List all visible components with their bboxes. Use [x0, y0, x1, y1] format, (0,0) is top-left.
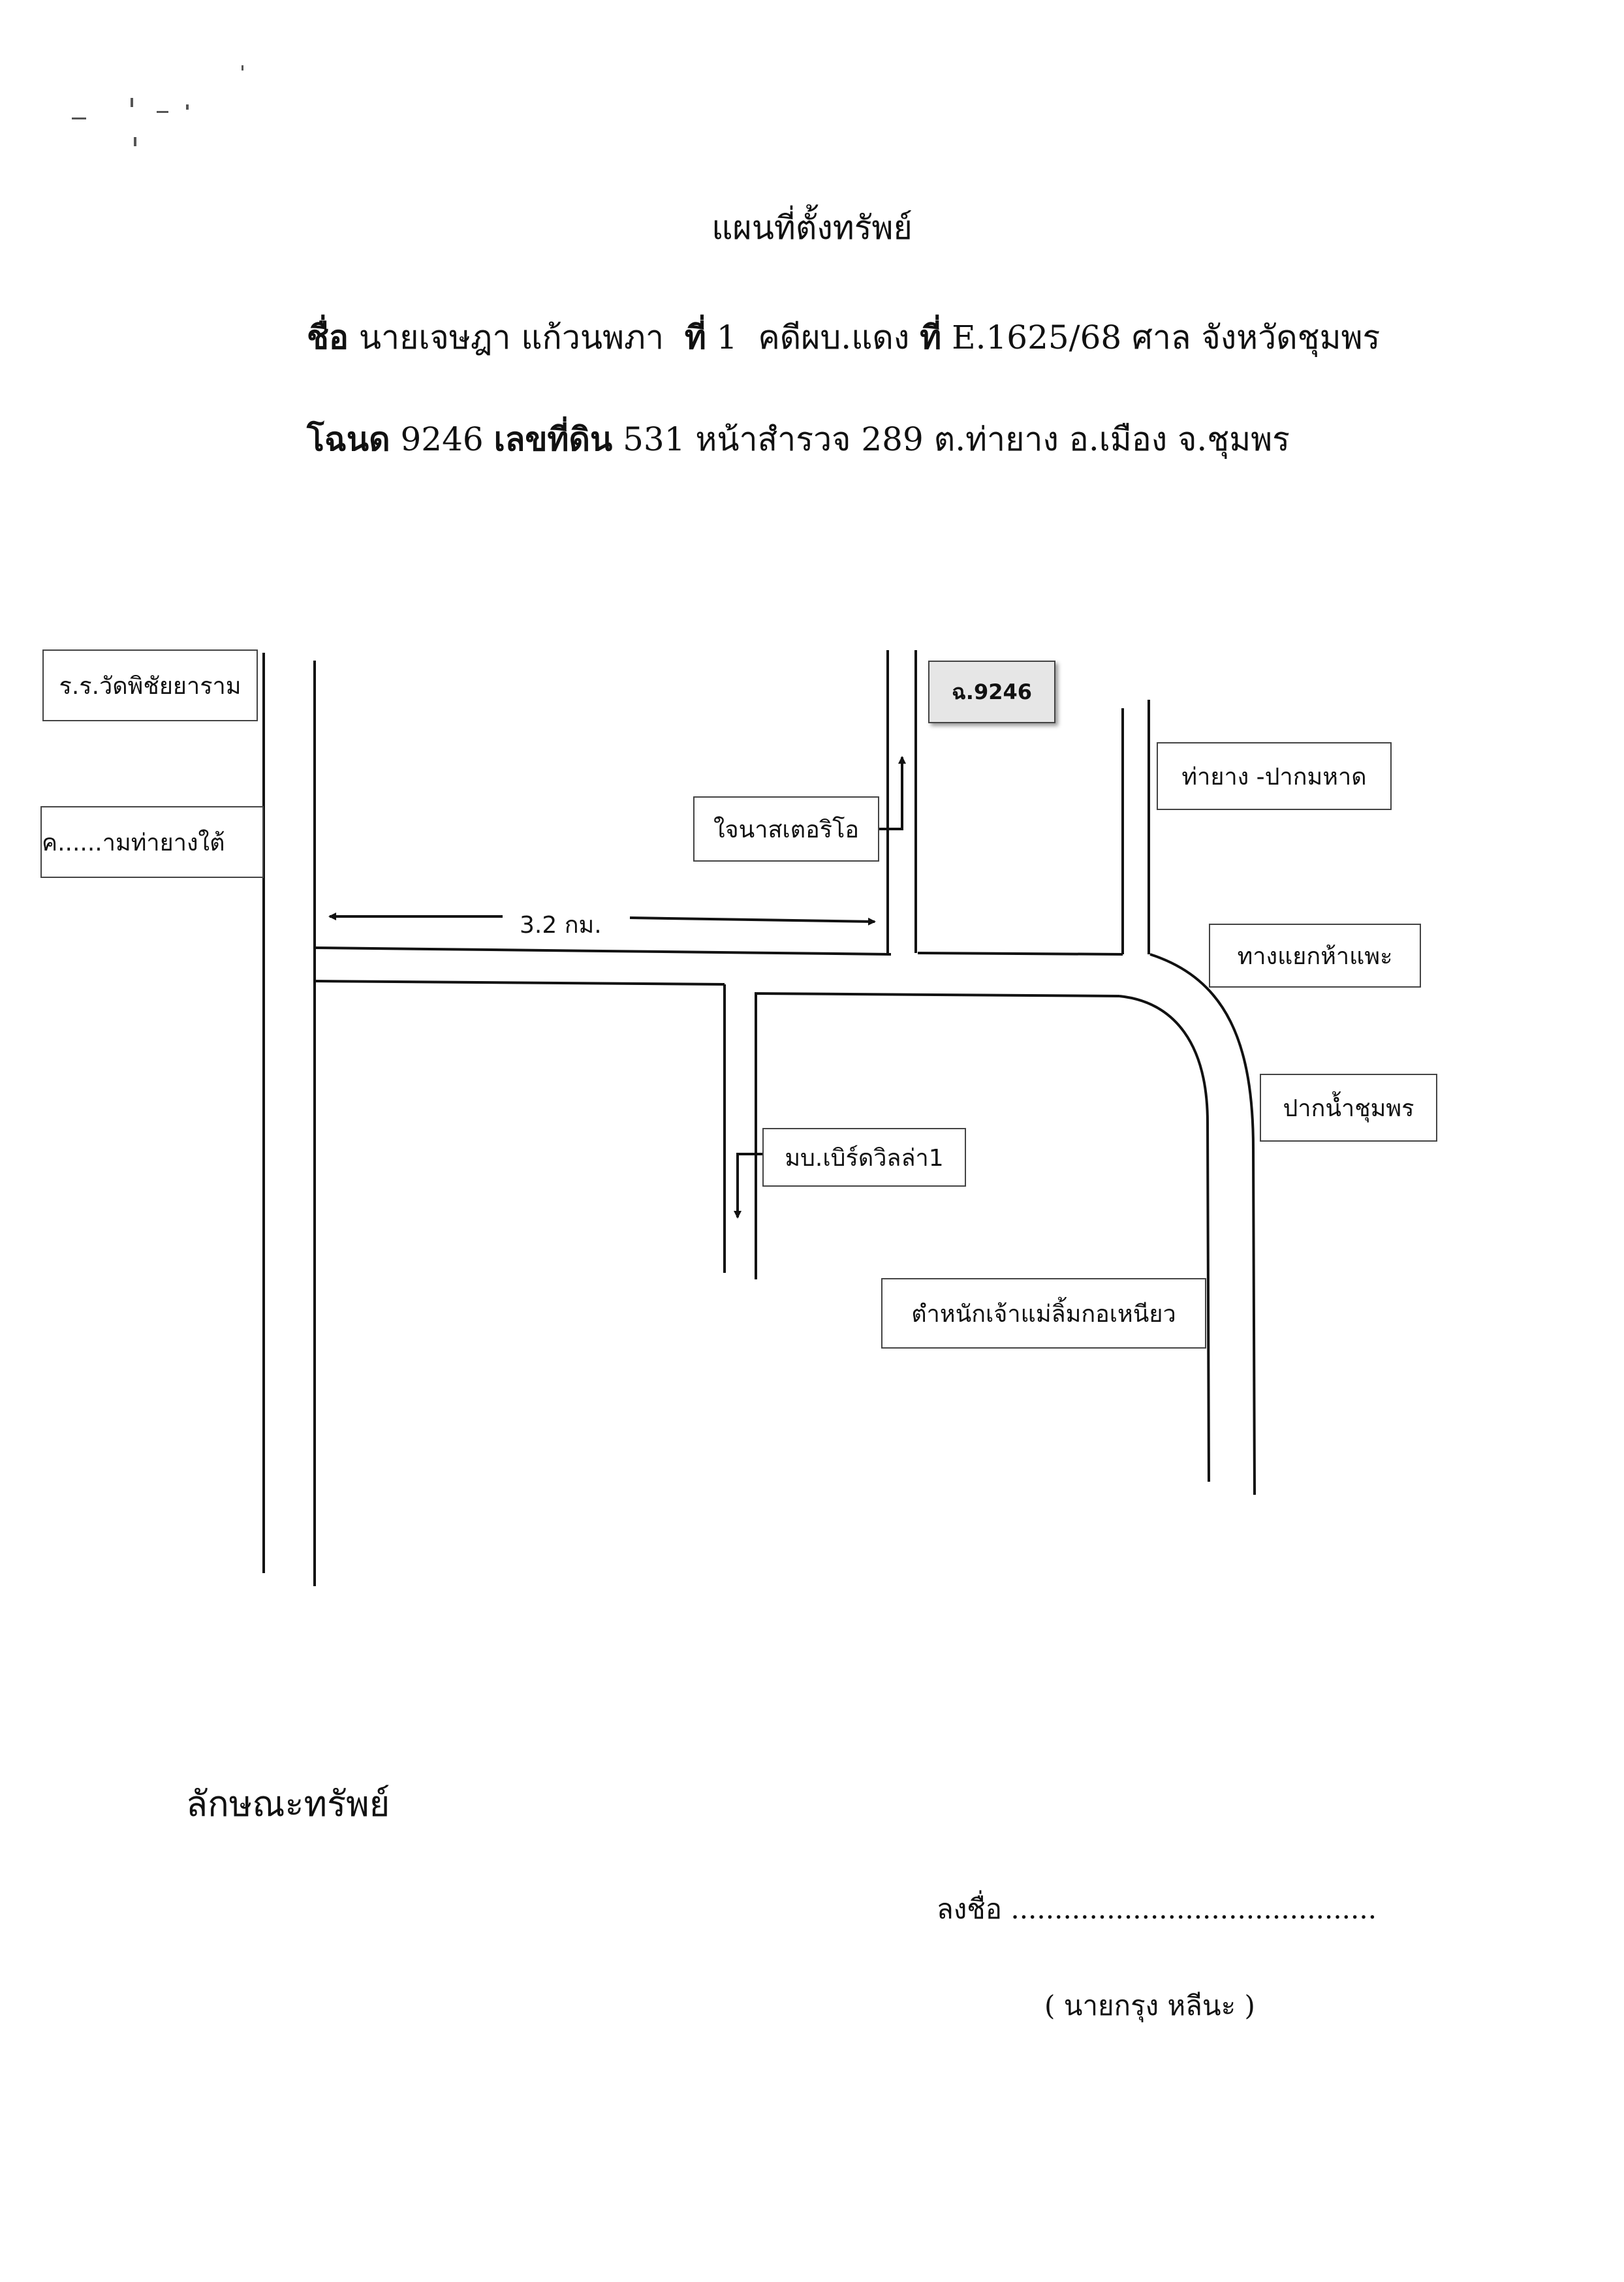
deed-label: โฉนด — [307, 420, 390, 458]
deed-line: โฉนด 9246 เลขที่ดิน 531 หน้าสำรวจ 289 ต.… — [307, 414, 1290, 465]
road-curve-inner — [1119, 995, 1210, 1482]
village-pointer — [734, 1153, 764, 1219]
deed-number: 9246 — [400, 420, 484, 458]
signer-name: ( นายกรุง หลีนะ ) — [1044, 1990, 1255, 2022]
court: ศาล จังหวัดชุมพร — [1132, 319, 1381, 356]
label-temple: ค......ามท่ายางใต้ — [40, 806, 264, 878]
no-value: 1 — [716, 319, 738, 356]
scan-speck — [157, 111, 168, 113]
label-junction: ทางแยกห้าแพะ — [1209, 924, 1421, 988]
scan-speck — [134, 137, 136, 146]
property-heading: ลักษณะทรัพย์ — [186, 1783, 390, 1824]
label-shrine: ตำหนักเจ้าแม่ลิ้มกอเหนียว — [881, 1278, 1206, 1349]
distance-label: 3.2 กม. — [516, 906, 606, 943]
road-curve-outer — [1149, 953, 1256, 1495]
scan-speck — [131, 98, 133, 107]
road-horizontal-lower-left — [315, 980, 725, 986]
jaina-pointer — [878, 756, 906, 830]
no-label: ที่ — [684, 318, 706, 356]
owner-name: นายเจษฎา แก้วนพภา — [358, 319, 664, 356]
road-horizontal-lower-right — [755, 992, 1120, 997]
distance-arrow-right — [629, 916, 876, 926]
scan-speck — [186, 104, 189, 110]
sign-dots: ........................................… — [1010, 1893, 1377, 1925]
road-horizontal-right-upper — [917, 952, 1123, 956]
land-number: 531 — [623, 420, 685, 458]
label-estuary: ปากน้ำชุมพร — [1260, 1074, 1437, 1142]
road-horizontal-upper — [315, 946, 892, 956]
case-number: E.1625/68 — [952, 319, 1122, 356]
sign-label: ลงชื่อ — [937, 1893, 1002, 1925]
label-village: มบ.เบิร์ดวิลล่า1 — [762, 1128, 966, 1187]
name-label: ชื่อ — [307, 318, 349, 356]
owner-line: ชื่อ นายเจษฎา แก้วนพภา ที่ 1 คดีผบ.แดง ท… — [307, 312, 1380, 364]
survey-label: หน้าสำรวจ — [695, 420, 851, 458]
signature-line: ลงชื่อ .................................… — [937, 1888, 1377, 1931]
label-plot-9246: ฉ.9246 — [928, 661, 1055, 723]
case-label: คดีผบ.แดง — [758, 319, 910, 356]
label-thayang-pakmahat: ท่ายาง -ปากมหาด — [1157, 742, 1392, 810]
scan-speck — [72, 117, 86, 119]
document-title: แผนที่ตั้งทรัพย์ — [711, 209, 913, 247]
location: ต.ท่ายาง อ.เมือง จ.ชุมพร — [933, 420, 1290, 458]
case-no-label: ที่ — [920, 318, 942, 356]
survey-number: 289 — [861, 420, 924, 458]
land-label: เลขที่ดิน — [493, 420, 613, 458]
label-jaina-stereo: ใจนาสเตอริโอ — [693, 796, 879, 862]
scan-speck — [242, 65, 243, 70]
label-school: ร.ร.วัดพิชัยยาราม — [42, 649, 258, 721]
